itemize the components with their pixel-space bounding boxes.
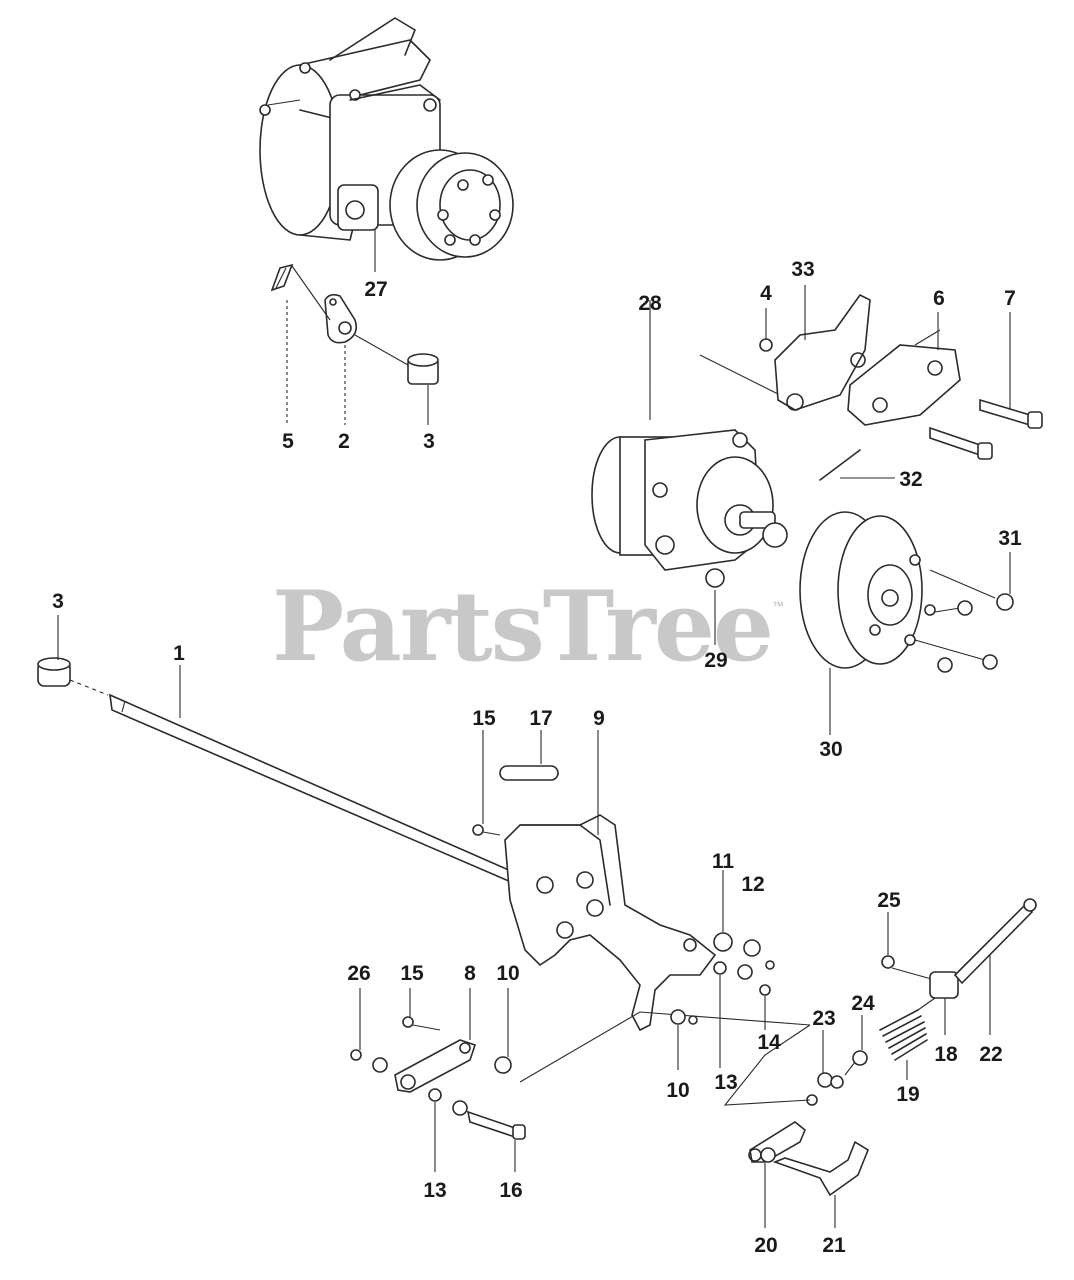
part-8-link: [372, 988, 477, 1093]
watermark-trademark: ™: [772, 599, 784, 613]
callout-25: 25: [877, 889, 901, 912]
part-20-link: [748, 1121, 806, 1228]
callout-15-lower: 15: [400, 962, 424, 985]
callout-19: 19: [896, 1083, 919, 1106]
part-19-spring: [879, 997, 936, 1080]
callout-29: 29: [704, 649, 727, 672]
callout-3-left: 3: [52, 590, 64, 613]
part-3-bushing-upper: [354, 334, 439, 425]
callout-9: 9: [593, 707, 605, 730]
part-16-bolt: [452, 1100, 526, 1172]
callout-26: 26: [347, 962, 370, 985]
callout-22: 22: [979, 1043, 1002, 1066]
callout-labels: 27 5 2 3 28 4 33 6 7 32 31 29 30 3 1 15 …: [52, 258, 1022, 1257]
callout-20: 20: [754, 1234, 777, 1257]
part-13-spacer-lower: [428, 1088, 442, 1172]
part-33-bracket: [774, 285, 871, 411]
callout-4: 4: [760, 282, 772, 305]
callout-18: 18: [934, 1043, 958, 1066]
part-9-lever-plate: [504, 730, 717, 1032]
callout-10-left: 10: [496, 962, 519, 985]
callout-21: 21: [822, 1234, 846, 1257]
part-11-washer: [713, 870, 733, 952]
part-10-spacer-left: [494, 988, 811, 1083]
part-30-wheel-hub: [799, 511, 936, 735]
callout-14: 14: [757, 1031, 781, 1054]
callout-17: 17: [529, 707, 552, 730]
part-4-nut: [759, 308, 773, 352]
callout-2: 2: [338, 430, 350, 453]
callout-23: 23: [812, 1007, 835, 1030]
callout-32: 32: [899, 468, 922, 491]
part-14-nut: [759, 984, 771, 1030]
callout-1: 1: [173, 642, 185, 665]
part-5-pin: [270, 263, 331, 425]
part-10-spacer-right: [670, 1009, 698, 1070]
callout-11: 11: [712, 850, 735, 873]
part-32-key: [819, 449, 895, 481]
callout-28: 28: [638, 292, 662, 315]
part-6-bracket-plate: [847, 312, 961, 426]
part-3-bushing-left: [37, 615, 109, 696]
callout-10-right: 10: [666, 1079, 689, 1102]
part-25-nut: [881, 912, 936, 981]
part-12-washer: [737, 939, 775, 980]
callout-24: 24: [851, 992, 875, 1015]
callout-30: 30: [819, 738, 842, 761]
callout-31: 31: [998, 527, 1022, 550]
part-31-lug-nuts: [914, 552, 1014, 673]
callout-6: 6: [933, 287, 945, 310]
part-18-clevis: [929, 971, 959, 1035]
callout-33: 33: [791, 258, 814, 281]
part-17-pin: [499, 730, 559, 781]
part-24-washer: [852, 1015, 868, 1066]
part-7-bolt: [929, 312, 1043, 460]
callout-13-center: 13: [714, 1071, 737, 1094]
callout-27: 27: [364, 278, 387, 301]
part-22-rod: [953, 898, 1037, 1035]
watermark-text: PartsTree: [272, 570, 772, 683]
part-13-spacer-center: [713, 961, 727, 1068]
part-26-nut: [350, 988, 362, 1061]
part-15-screw-lower: [402, 988, 441, 1031]
callout-3-upper: 3: [423, 430, 435, 453]
callout-5: 5: [282, 430, 294, 453]
callout-8: 8: [464, 962, 476, 985]
part-23-nut: [817, 1030, 856, 1089]
part-15-screw-upper: [472, 730, 501, 836]
callout-12: 12: [741, 873, 764, 896]
part-28-hydro-motor: [591, 300, 788, 588]
part-1-shaft: [109, 665, 527, 890]
part-2-lever-arm: [324, 293, 358, 425]
callout-13-lower: 13: [423, 1179, 446, 1202]
callout-7: 7: [1004, 287, 1016, 310]
part-21-bracket: [772, 1140, 869, 1228]
part-27-motor-assembly: [259, 17, 514, 272]
callout-16: 16: [499, 1179, 522, 1202]
callout-15-upper: 15: [472, 707, 496, 730]
